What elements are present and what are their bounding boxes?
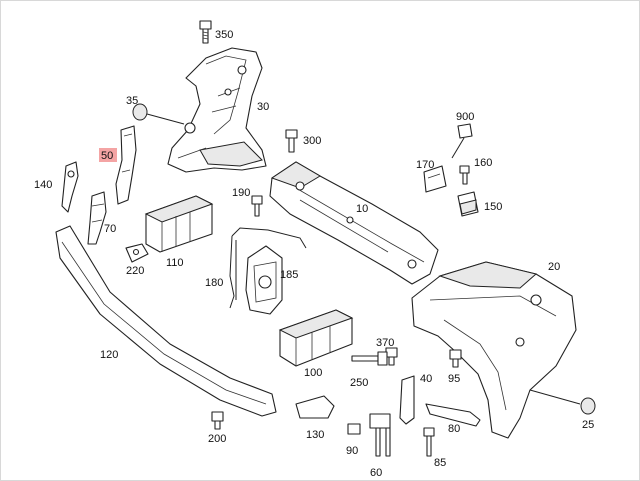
bolt-200[interactable] xyxy=(211,411,224,430)
part-30-upper-support[interactable] xyxy=(167,47,267,173)
callout-220: 220 xyxy=(126,265,144,277)
callout-130: 130 xyxy=(306,429,324,441)
bolt-370[interactable] xyxy=(385,347,398,366)
part-110-crash-box[interactable] xyxy=(144,195,214,253)
bolt-350[interactable] xyxy=(199,20,212,44)
bolt-160[interactable] xyxy=(459,165,470,185)
callout-180: 180 xyxy=(205,277,223,289)
callout-250: 250 xyxy=(350,377,368,389)
part-20-side-member[interactable] xyxy=(411,261,577,439)
clip-25[interactable] xyxy=(529,389,596,415)
part-130-bracket[interactable] xyxy=(295,395,335,419)
callout-80: 80 xyxy=(448,423,460,435)
callout-20: 20 xyxy=(548,261,560,273)
callout-140: 140 xyxy=(34,179,52,191)
callout-190: 190 xyxy=(232,187,250,199)
callout-70: 70 xyxy=(104,223,116,235)
part-50-bracket[interactable] xyxy=(115,125,137,205)
callout-350: 350 xyxy=(215,29,233,41)
callout-60: 60 xyxy=(370,467,382,479)
part-10-cross-member[interactable] xyxy=(269,161,439,285)
part-100-crash-box[interactable] xyxy=(278,309,354,367)
callout-120: 120 xyxy=(100,349,118,361)
part-180-harness[interactable] xyxy=(229,227,307,309)
callout-10: 10 xyxy=(356,203,368,215)
callout-370: 370 xyxy=(376,337,394,349)
callout-110: 110 xyxy=(166,257,184,269)
callout-185: 185 xyxy=(280,269,298,281)
callout-300: 300 xyxy=(303,135,321,147)
clip-35[interactable] xyxy=(132,103,196,134)
bolt-95[interactable] xyxy=(449,349,462,368)
callout-900: 900 xyxy=(456,111,474,123)
bolt-60[interactable] xyxy=(369,413,391,457)
callout-50-highlight xyxy=(99,148,117,162)
callout-30: 30 xyxy=(257,101,269,113)
bolt-250[interactable] xyxy=(351,351,388,366)
callout-200: 200 xyxy=(208,433,226,445)
part-185-carrier[interactable] xyxy=(245,245,283,315)
part-120-bumper-beam[interactable] xyxy=(55,225,277,417)
part-40-bracket[interactable] xyxy=(399,375,415,425)
part-70-bracket[interactable] xyxy=(87,191,107,245)
callout-160: 160 xyxy=(474,157,492,169)
part-140-bracket[interactable] xyxy=(61,161,79,213)
part-170-latch[interactable] xyxy=(423,165,447,193)
callout-95: 95 xyxy=(448,373,460,385)
callout-170: 170 xyxy=(416,159,434,171)
callout-90: 90 xyxy=(346,445,358,457)
callout-150: 150 xyxy=(484,201,502,213)
bolt-85[interactable] xyxy=(423,427,435,457)
bolt-190[interactable] xyxy=(251,195,263,217)
bolt-90[interactable] xyxy=(347,423,361,435)
callout-85: 85 xyxy=(434,457,446,469)
callout-25: 25 xyxy=(582,419,594,431)
callout-50: 50 xyxy=(101,150,113,162)
part-900-clip[interactable] xyxy=(451,123,473,159)
bolt-300[interactable] xyxy=(285,129,298,153)
callout-100: 100 xyxy=(304,367,322,379)
part-220-plate[interactable] xyxy=(125,243,149,263)
callout-35: 35 xyxy=(126,95,138,107)
part-80-strap[interactable] xyxy=(425,403,481,427)
part-150-bracket[interactable] xyxy=(457,191,479,217)
callout-40: 40 xyxy=(420,373,432,385)
